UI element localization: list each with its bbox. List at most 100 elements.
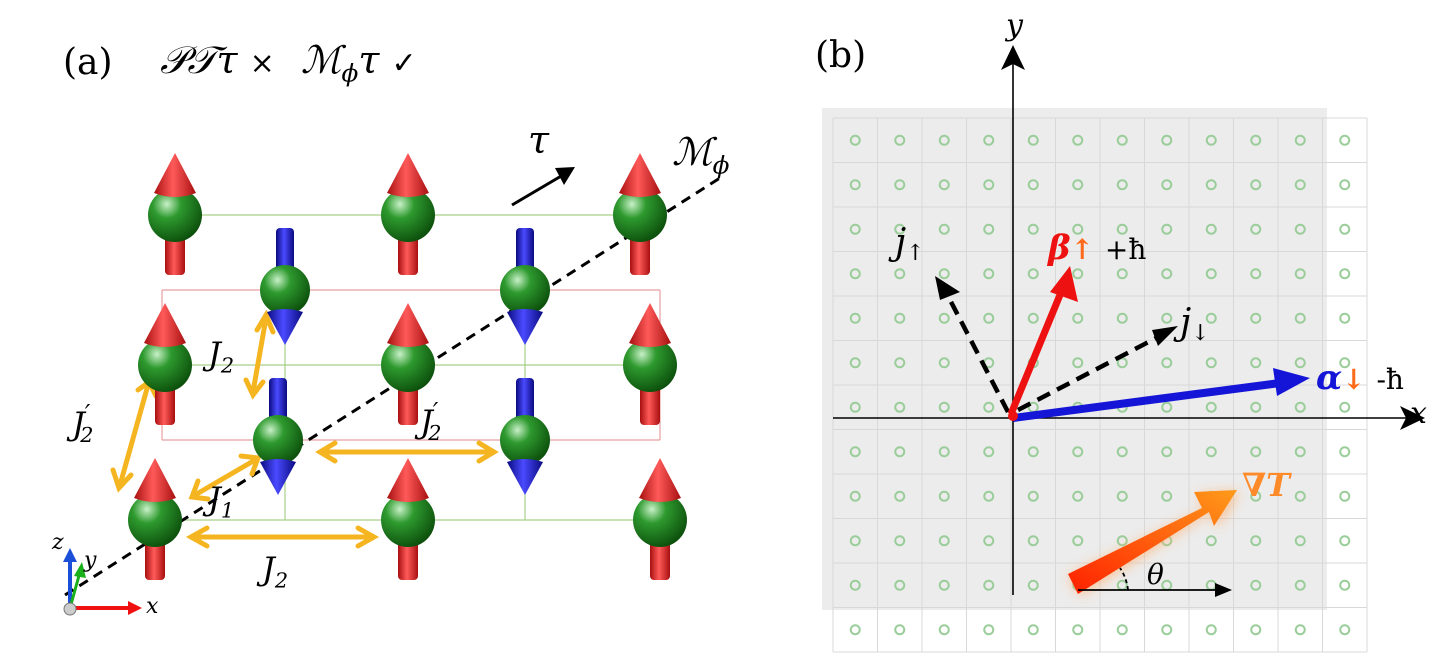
grid-dot — [1250, 624, 1262, 636]
alpha-arrow-head — [1273, 368, 1310, 396]
j-down-arrow — [1016, 333, 1164, 412]
grid-dot — [849, 446, 861, 458]
grid-dot — [938, 490, 950, 502]
grid-dot — [1250, 134, 1262, 146]
j-up-label: j↑ — [895, 222, 925, 266]
grid-dot — [1072, 535, 1084, 547]
grid-dot — [938, 624, 950, 636]
grid-dot — [983, 179, 995, 191]
grid-dot — [1294, 490, 1306, 502]
panel-a-heading: 𝒫𝒯τ × ℳϕτ ✓ — [160, 38, 417, 88]
panel-a-lattice — [63, 153, 721, 616]
grid-dot — [1072, 357, 1084, 369]
grid-dot — [1205, 535, 1217, 547]
grid-dot — [1027, 179, 1039, 191]
cross-mark: × — [249, 46, 275, 81]
down-spin-atom — [253, 378, 303, 495]
gradient-t-arrow — [1068, 490, 1240, 596]
grid-dot — [849, 268, 861, 280]
alpha-spin-value: -ħ — [1376, 363, 1404, 396]
grid-dot — [849, 312, 861, 324]
mirror-symbol-sub: ϕ — [341, 58, 359, 88]
up-spin-atom — [613, 153, 667, 275]
up-spin-atom — [138, 303, 192, 425]
mirror-plane-line — [64, 176, 721, 597]
coupling-label-j1: J1 — [208, 480, 235, 523]
j-up-arrow-head — [935, 276, 960, 300]
grid-dot — [1205, 357, 1217, 369]
grid-dot — [1250, 490, 1262, 502]
beta-label: β↑ +ħ — [1048, 228, 1146, 268]
grid-dot — [1116, 446, 1128, 458]
grid-dot — [1161, 268, 1173, 280]
grid-dot — [849, 179, 861, 191]
gradient-t-label: ∇T — [1242, 466, 1290, 504]
grid-dot — [983, 624, 995, 636]
grid-dot — [938, 535, 950, 547]
grid-dot — [1250, 357, 1262, 369]
beta-arrow — [1007, 288, 1066, 416]
grid-dot — [1161, 179, 1173, 191]
grid-dot — [1339, 134, 1351, 146]
y-axis-label: y — [1006, 8, 1023, 43]
tau-arrow — [511, 170, 569, 207]
grid-dot — [894, 134, 906, 146]
grid-dot — [1205, 312, 1217, 324]
down-spin-atom — [500, 228, 550, 345]
grid-dot — [1339, 446, 1351, 458]
grid-dot — [894, 446, 906, 458]
grid-dot — [894, 624, 906, 636]
mirror-symbol: ℳ — [300, 38, 342, 82]
grid-dot — [1294, 357, 1306, 369]
grid-dot — [1161, 134, 1173, 146]
grid-dot — [983, 490, 995, 502]
grid-dot — [938, 312, 950, 324]
grid-dot — [1339, 490, 1351, 502]
grid-dot — [1250, 535, 1262, 547]
grid-dot — [894, 223, 906, 235]
coupling-j2prime-horizontal — [315, 440, 499, 464]
grid-dot — [1339, 179, 1351, 191]
grid-dot — [1294, 312, 1306, 324]
grid-dot — [1116, 312, 1128, 324]
grid-dot — [1116, 223, 1128, 235]
grid-dot — [983, 535, 995, 547]
grid-dot — [938, 134, 950, 146]
j-down-arrow-head — [1152, 326, 1178, 346]
grid-dot — [1339, 268, 1351, 280]
grid-dot — [1027, 312, 1039, 324]
grid-dot — [849, 223, 861, 235]
beta-symbol: β — [1048, 228, 1071, 268]
grid-dot — [1205, 223, 1217, 235]
grid-dot — [1294, 401, 1306, 413]
grid-dot — [849, 490, 861, 502]
grid-dot — [1027, 446, 1039, 458]
grid-dot — [1116, 624, 1128, 636]
down-spin-atom — [500, 378, 550, 495]
grid-dot — [1205, 446, 1217, 458]
grid-dot — [1250, 446, 1262, 458]
grid-dot — [983, 446, 995, 458]
grid-dot — [894, 579, 906, 591]
grid-dot — [1294, 134, 1306, 146]
mirror-label: ℳϕ — [672, 130, 729, 180]
x-axis-head — [1400, 406, 1425, 430]
grid-dot — [1161, 624, 1173, 636]
grid-dot — [849, 401, 861, 413]
grid-dot — [1250, 268, 1262, 280]
grid-dot — [1161, 312, 1173, 324]
tau-label: τ — [528, 118, 550, 162]
panel-a-label: (a) — [63, 42, 113, 83]
grid-dot — [1072, 312, 1084, 324]
grid-dot — [1205, 624, 1217, 636]
grid-dot — [983, 312, 995, 324]
grid-dot — [849, 579, 861, 591]
grid-dot — [1116, 134, 1128, 146]
grid-dot — [1072, 490, 1084, 502]
grid-dot — [1027, 134, 1039, 146]
grid-dot — [1027, 579, 1039, 591]
grid-dot — [1116, 490, 1128, 502]
x-axis-label: x — [1410, 396, 1427, 431]
grid-dot — [983, 134, 995, 146]
grid-dot — [1072, 179, 1084, 191]
